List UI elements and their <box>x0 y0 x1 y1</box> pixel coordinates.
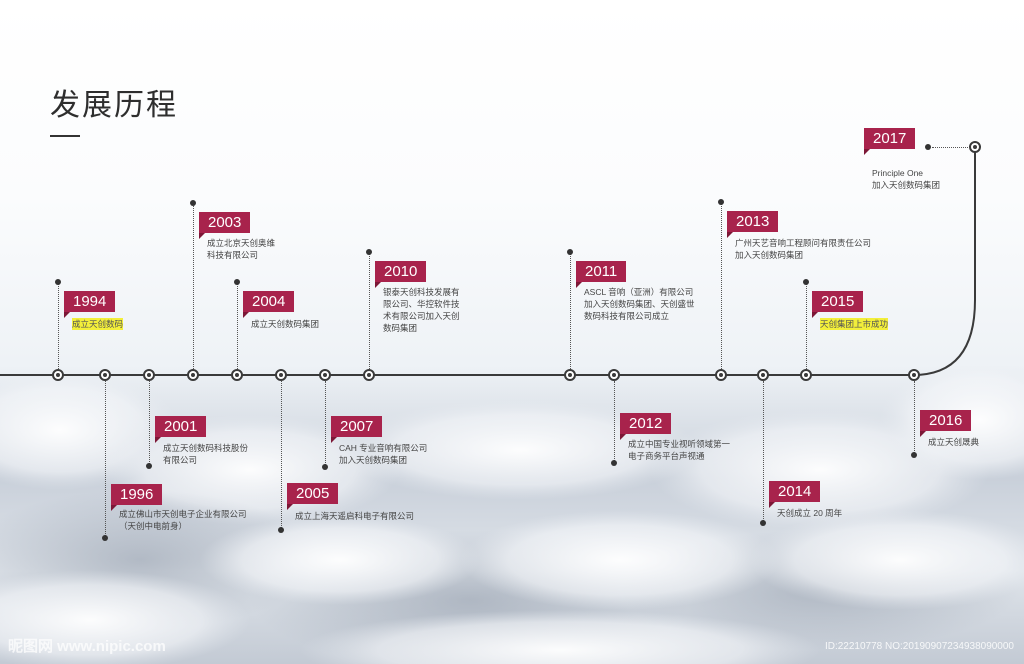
timeline-node-2013 <box>715 369 727 381</box>
event-description-2013: 广州天艺音响工程顾问有限责任公司 加入天创数码集团 <box>735 238 872 260</box>
event-dot-2005 <box>278 527 284 533</box>
event-description-2001: 成立天创数码科技股份 有限公司 <box>163 443 249 465</box>
event-description-1994: 成立天创数码 <box>72 318 124 330</box>
event-description-2010: 银泰天创科技发展有 限公司、华控软件技 术有限公司加入天创 数码集团 <box>383 287 460 333</box>
timeline-node-2007 <box>319 369 331 381</box>
event-description-2004: 成立天创数码集团 <box>251 319 320 329</box>
year-badge-1996: 1996 <box>111 484 163 511</box>
page-title: 发展历程 <box>50 89 178 122</box>
connector-2004 <box>237 282 238 369</box>
connector-2003 <box>193 203 194 369</box>
event-dot-2016 <box>911 452 917 458</box>
connector-2014 <box>763 381 764 523</box>
event-dot-2004 <box>234 279 240 285</box>
year-badge-2016: 2016 <box>920 410 972 437</box>
event-description-2015: 天创集团上市成功 <box>820 318 889 330</box>
event-description-1996: 成立佛山市天创电子企业有限公司 （天创中电前身） <box>119 509 247 531</box>
year-badge-2015: 2015 <box>812 291 864 318</box>
event-dot-2011 <box>567 249 573 255</box>
timeline-node-2005 <box>275 369 287 381</box>
year-badge-1994: 1994 <box>64 291 116 318</box>
event-dot-2010 <box>366 249 372 255</box>
event-description-2011: ASCL 音响（亚洲）有限公司 加入天创数码集团、天创盛世 数码科技有限公司成立 <box>584 287 695 321</box>
connector-2012 <box>614 381 615 463</box>
timeline-node-2017 <box>969 141 981 153</box>
connector-2015 <box>806 282 807 369</box>
timeline-node-1996 <box>99 369 111 381</box>
year-badge-2001: 2001 <box>155 416 207 443</box>
event-dot-2003 <box>190 200 196 206</box>
year-badge-2007: 2007 <box>331 416 383 443</box>
event-dot-1996 <box>102 535 108 541</box>
year-badge-2012: 2012 <box>620 413 672 440</box>
event-dot-2007 <box>322 464 328 470</box>
timeline-node-2015 <box>800 369 812 381</box>
timeline-node-1994 <box>52 369 64 381</box>
event-description-2014: 天创成立 20 周年 <box>777 508 843 518</box>
year-badge-2013: 2013 <box>727 211 779 238</box>
connector-1994 <box>58 282 59 369</box>
timeline-node-2003 <box>187 369 199 381</box>
year-badge-2014: 2014 <box>769 481 821 508</box>
event-dot-2015 <box>803 279 809 285</box>
connector-2007 <box>325 381 326 467</box>
timeline-node-2004 <box>231 369 243 381</box>
timeline-node-2001 <box>143 369 155 381</box>
event-description-2017: Principle One 加入天创数码集团 <box>872 168 941 190</box>
watermark: 昵图网 www.nipic.com <box>8 638 166 655</box>
event-dot-2013 <box>718 199 724 205</box>
year-badge-2011: 2011 <box>576 261 627 288</box>
event-dot-2012 <box>611 460 617 466</box>
connector-2011 <box>570 252 571 369</box>
event-dot-2001 <box>146 463 152 469</box>
event-dot-1994 <box>55 279 61 285</box>
connector-2016 <box>914 381 915 455</box>
year-badge-2017: 2017 <box>864 128 916 155</box>
connector-2013 <box>721 202 722 369</box>
year-badge-2005: 2005 <box>287 483 339 510</box>
event-description-2003: 成立北京天创奥维 科技有限公司 <box>207 238 276 260</box>
connector-2010 <box>369 252 370 369</box>
timeline-node-2016 <box>908 369 920 381</box>
event-description-2012: 成立中国专业视听领域第一 电子商务平台声视通 <box>628 439 731 461</box>
year-badge-2010: 2010 <box>375 261 427 288</box>
timeline-node-2012 <box>608 369 620 381</box>
timeline-node-2014 <box>757 369 769 381</box>
timeline-node-2010 <box>363 369 375 381</box>
connector-2001 <box>149 381 150 466</box>
title-underline <box>50 135 80 137</box>
year-badge-2003: 2003 <box>199 212 251 239</box>
event-dot-2014 <box>760 520 766 526</box>
event-description-2016: 成立天创晟典 <box>928 437 980 447</box>
connector-2005 <box>281 381 282 530</box>
event-dot-2017 <box>925 144 931 150</box>
timeline-node-2011 <box>564 369 576 381</box>
image-id: ID:22210778 NO:20190907234938090000 <box>824 641 1014 652</box>
year-badge-2004: 2004 <box>243 291 295 318</box>
connector-2017 <box>932 147 968 148</box>
event-description-2005: 成立上海天遥启科电子有限公司 <box>295 511 415 521</box>
connector-1996 <box>105 381 106 538</box>
event-description-2007: CAH 专业音响有限公司 加入天创数码集团 <box>339 443 428 465</box>
